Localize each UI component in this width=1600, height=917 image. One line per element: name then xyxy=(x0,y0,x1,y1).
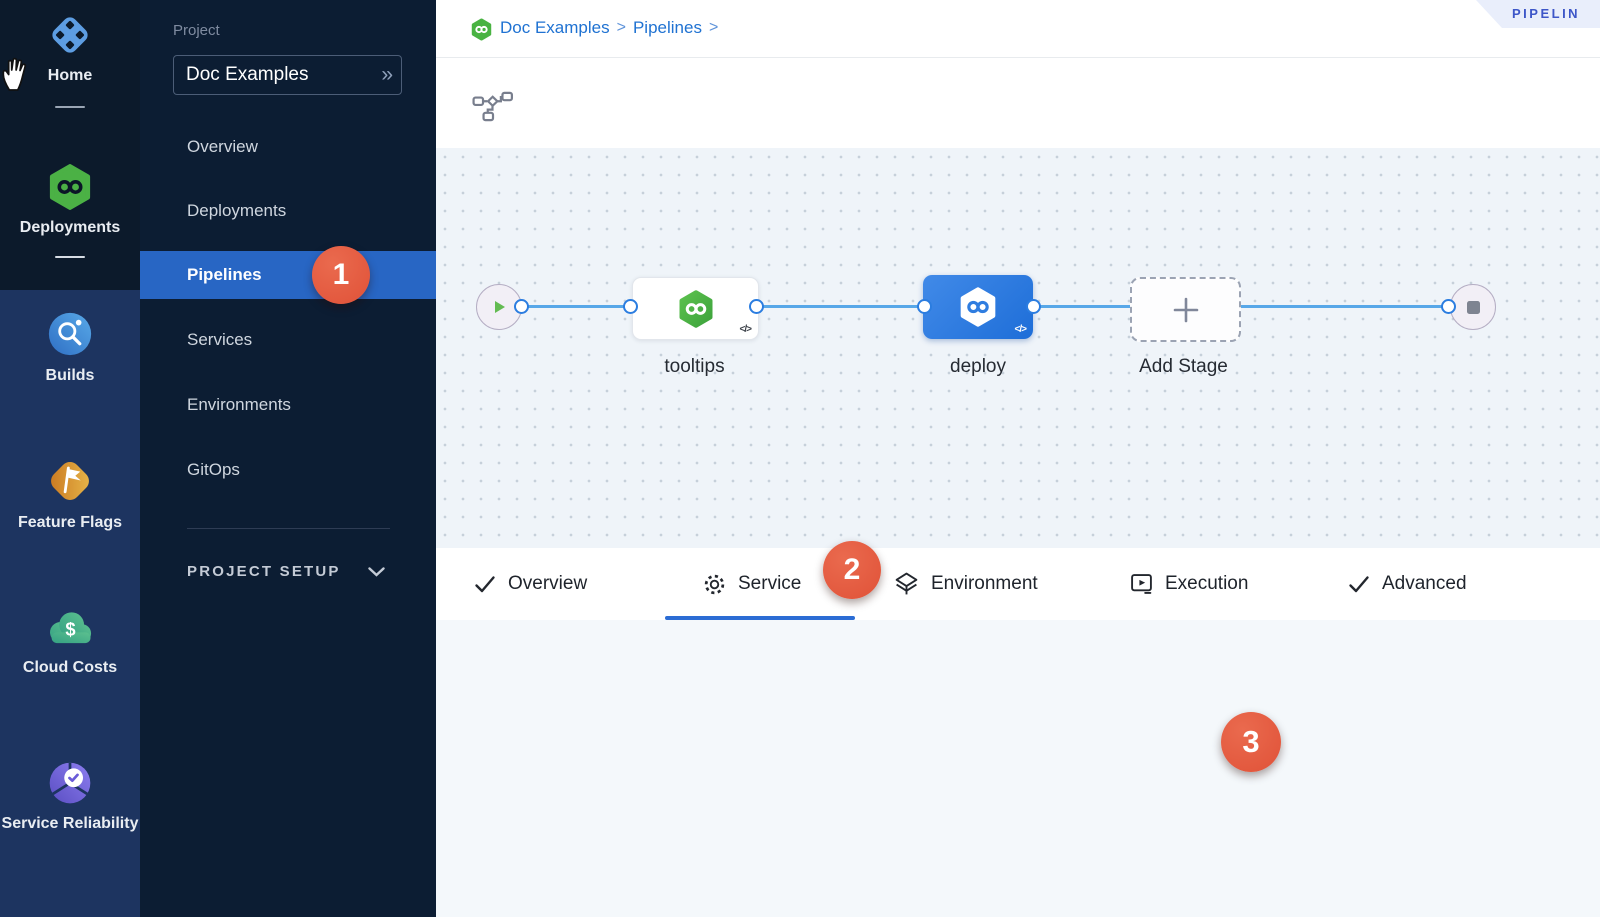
sidebar-item-home[interactable]: Home xyxy=(0,10,140,87)
sidebar-item-pipelines[interactable]: Pipelines xyxy=(140,251,436,299)
stage-label-deploy: deploy xyxy=(950,356,1006,377)
connector-port[interactable] xyxy=(514,299,529,314)
project-section-label: Project xyxy=(173,22,220,39)
pipeline-edge xyxy=(756,305,924,308)
callout-step-1: 1 xyxy=(312,246,370,304)
harness-project-icon xyxy=(471,18,492,41)
pipeline-canvas[interactable]: </> tooltips </> deploy Add Stage xyxy=(436,148,1600,548)
sidebar-item-service-reliability[interactable]: Service Reliability xyxy=(0,758,140,835)
tab-environment[interactable]: Environment xyxy=(894,570,1038,598)
connector-port[interactable] xyxy=(1441,299,1456,314)
pipeline-studio-ribbon: PIPELIN xyxy=(1476,0,1600,28)
sidebar-item-label: Builds xyxy=(45,367,95,384)
sidebar-item-services[interactable]: Services xyxy=(187,330,253,349)
cloud-costs-icon: $ xyxy=(50,612,92,644)
svg-text:$: $ xyxy=(65,619,75,640)
connector-port[interactable] xyxy=(1026,299,1041,314)
breadcrumb-bar: Doc Examples > Pipelines > PIPELIN xyxy=(436,0,1600,58)
sidebar-item-deployments-nav[interactable]: Deployments xyxy=(187,201,287,220)
sidebar-item-environments[interactable]: Environments xyxy=(187,395,291,414)
plus-icon xyxy=(1173,297,1198,322)
callout-step-3: 3 xyxy=(1221,712,1281,772)
service-reliability-icon xyxy=(49,762,91,804)
tab-execution[interactable]: Execution xyxy=(1130,570,1248,598)
sidebar-item-label: Home xyxy=(47,67,93,84)
stage-node-tooltips[interactable]: </> xyxy=(632,277,759,340)
deployments-underline xyxy=(55,256,85,258)
pipeline-edge xyxy=(1033,305,1131,308)
project-name: Doc Examples xyxy=(186,64,309,85)
pipeline-edge xyxy=(521,305,631,308)
home-underline xyxy=(55,106,85,108)
tab-label: Service xyxy=(738,573,802,594)
pipeline-flowchart-icon xyxy=(472,91,514,122)
check-icon xyxy=(475,575,495,592)
tab-service[interactable]: Service xyxy=(703,570,801,598)
deployments-icon xyxy=(49,164,91,210)
breadcrumb-separator: > xyxy=(616,19,626,36)
project-sidebar: Project Doc Examples » Overview Deployme… xyxy=(140,0,436,917)
sidebar-item-label: Deployments xyxy=(19,219,121,236)
breadcrumb-separator: > xyxy=(708,19,719,36)
sidebar-item-label: Feature Flags xyxy=(17,514,123,531)
active-tab-underline xyxy=(665,616,855,620)
pipeline-edge xyxy=(1237,305,1448,308)
play-icon xyxy=(495,301,505,313)
tab-label: Overview xyxy=(508,573,588,594)
tab-label: Environment xyxy=(931,573,1038,594)
breadcrumb-project-link[interactable]: Doc Examples xyxy=(500,18,610,37)
tab-label: Advanced xyxy=(1382,573,1467,594)
chevron-down-icon[interactable] xyxy=(368,567,385,577)
layers-icon xyxy=(895,572,918,595)
breadcrumb-pipelines-link[interactable]: Pipelines xyxy=(632,18,702,37)
sidebar-item-label: Service Reliability xyxy=(1,815,139,832)
stage-tabs-bar: Overview Service Environment xyxy=(436,548,1600,621)
sidebar-item-builds[interactable]: Builds xyxy=(0,308,140,387)
sidebar-item-overview[interactable]: Overview xyxy=(187,137,258,156)
feature-flags-icon xyxy=(51,462,89,500)
stage-label-tooltips: tooltips xyxy=(664,356,725,377)
connector-port[interactable] xyxy=(917,299,932,314)
add-stage-button[interactable] xyxy=(1130,277,1241,342)
project-setup-label: PROJECT SETUP xyxy=(187,563,341,580)
play-square-icon xyxy=(1131,574,1152,594)
gear-icon xyxy=(704,574,725,594)
home-icon xyxy=(52,17,88,53)
service-config-panel: Select Service - Select Service - + New xyxy=(436,620,1600,917)
connector-port[interactable] xyxy=(623,299,638,314)
pipeline-header: Help Panel 1 VISUAL xyxy=(436,58,1600,180)
project-expand-icon[interactable]: » xyxy=(381,63,393,86)
nav-divider xyxy=(187,528,390,529)
code-glyph: </> xyxy=(1014,324,1028,335)
sidebar-item-gitops[interactable]: GitOps xyxy=(187,460,240,479)
project-selector[interactable]: Doc Examples » xyxy=(173,55,402,95)
stage-node-deploy[interactable]: </> xyxy=(923,275,1033,339)
callout-step-2: 2 xyxy=(823,541,881,599)
sidebar-item-cloud-costs[interactable]: $ Cloud Costs xyxy=(0,604,140,679)
add-stage-label: Add Stage xyxy=(1139,356,1228,377)
stop-icon xyxy=(1466,300,1480,314)
tab-overview[interactable]: Overview xyxy=(474,570,587,598)
tab-label: Execution xyxy=(1165,573,1249,594)
harness-cd-stage-icon xyxy=(679,289,712,328)
hand-cursor xyxy=(2,57,27,91)
connector-port[interactable] xyxy=(749,299,764,314)
sidebar-item-deployments[interactable]: Deployments xyxy=(0,162,140,239)
harness-cd-stage-icon-selected xyxy=(960,287,996,327)
sidebar-item-label: Cloud Costs xyxy=(22,659,118,676)
tab-advanced[interactable]: Advanced xyxy=(1348,570,1467,598)
builds-icon xyxy=(48,312,92,356)
project-setup-toggle[interactable]: PROJECT SETUP xyxy=(187,563,341,580)
breadcrumb: Doc Examples > Pipelines > xyxy=(500,18,725,38)
pipeline-end-node[interactable] xyxy=(1450,284,1496,330)
main-content: Doc Examples > Pipelines > PIPELIN Help … xyxy=(436,0,1600,917)
code-glyph: </> xyxy=(739,324,753,335)
sidebar-item-feature-flags[interactable]: Feature Flags xyxy=(0,455,140,534)
check-icon xyxy=(1349,575,1369,592)
module-rail: Home Deployments Builds xyxy=(0,0,140,917)
